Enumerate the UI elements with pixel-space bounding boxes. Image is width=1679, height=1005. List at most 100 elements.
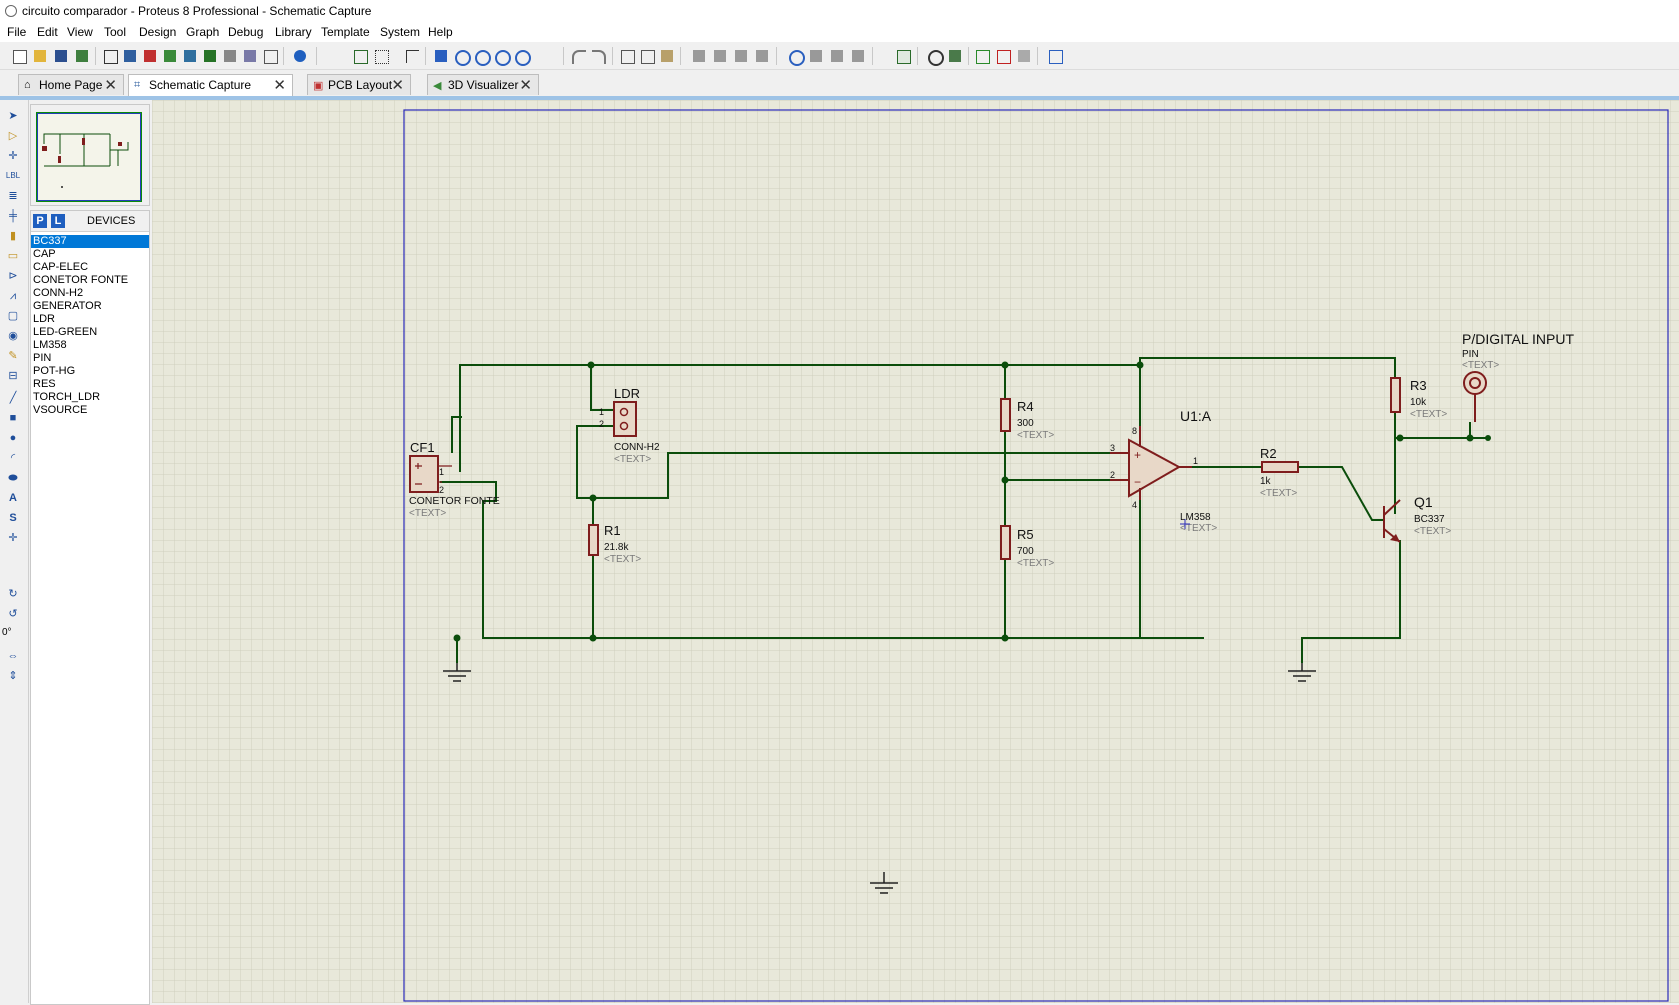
r4-resistor[interactable]: R4 300 <TEXT> xyxy=(1000,398,1054,441)
closed-path-icon[interactable]: ⬬ xyxy=(8,472,18,484)
junction-dot-icon[interactable]: ✛ xyxy=(8,150,18,162)
mirror-horizontal-icon[interactable]: ⇔ xyxy=(7,650,19,662)
device-list-item[interactable]: VSOURCE xyxy=(33,404,88,416)
close-icon[interactable]: ✕ xyxy=(519,77,532,94)
device-list-item[interactable]: LED-GREEN xyxy=(33,326,98,338)
exit-to-parent-icon[interactable] xyxy=(1015,47,1033,65)
rotate-clockwise-icon[interactable]: ↻ xyxy=(8,588,18,600)
device-list-item[interactable]: CAP xyxy=(33,248,56,260)
overview-preview[interactable] xyxy=(36,112,142,202)
save-button[interactable] xyxy=(52,47,70,65)
menu-debug[interactable]: Debug xyxy=(228,25,264,39)
grid-toggle-button[interactable] xyxy=(372,47,390,65)
text-script-icon[interactable]: ≣ xyxy=(8,190,18,202)
import-button[interactable] xyxy=(73,47,91,65)
cf1-connector[interactable]: CF1 1 2 CONETOR FONTE <TEXT> xyxy=(409,440,500,519)
subcircuit-mode-icon[interactable]: ▮ xyxy=(9,230,17,242)
close-icon[interactable]: ✕ xyxy=(391,77,404,94)
tape-recorder-icon[interactable]: ▢ xyxy=(7,310,19,322)
graph-mode-icon[interactable]: ⩘ xyxy=(9,290,17,302)
device-list-item[interactable]: PIN xyxy=(33,352,52,364)
tab-pcb-layout[interactable]: ▣ PCB Layout ✕ xyxy=(307,74,411,95)
device-list-item[interactable]: CONN-H2 xyxy=(33,287,84,299)
r2-resistor[interactable]: R2 1k <TEXT> xyxy=(1260,446,1299,499)
block-rotate-icon[interactable] xyxy=(732,47,750,65)
cut-icon[interactable] xyxy=(618,47,636,65)
schematic-canvas[interactable]: CF1 1 2 CONETOR FONTE <TEXT> LDR 1 2 CON… xyxy=(152,100,1679,1003)
virtual-instruments-icon[interactable]: ⊟ xyxy=(8,370,18,382)
electrical-rules-check-icon[interactable] xyxy=(1046,47,1064,65)
device-pins-icon[interactable]: ⊳ xyxy=(8,270,18,282)
block-copy-icon[interactable] xyxy=(690,47,708,65)
menu-view[interactable]: View xyxy=(67,25,93,39)
pick-devices-button[interactable]: P xyxy=(33,214,47,228)
device-list-item[interactable]: POT-HG xyxy=(33,365,76,377)
menu-edit[interactable]: Edit xyxy=(37,25,58,39)
tab-3d-visualizer[interactable]: ◀ 3D Visualizer ✕ xyxy=(427,74,539,95)
rotation-angle[interactable]: 0° xyxy=(2,627,12,638)
selection-mode-icon[interactable]: ➤ xyxy=(8,110,18,122)
device-list-item[interactable]: LM358 xyxy=(33,339,67,351)
circle-mode-icon[interactable]: ● xyxy=(9,432,17,444)
q1-transistor[interactable]: Q1 BC337 <TEXT> xyxy=(1383,494,1451,543)
voltage-probe-icon[interactable]: ✎ xyxy=(8,350,18,362)
menu-tool[interactable]: Tool xyxy=(104,25,127,39)
overview-window[interactable] xyxy=(30,104,150,206)
generator-mode-icon[interactable]: ◉ xyxy=(8,330,18,342)
menu-graph[interactable]: Graph xyxy=(186,25,220,39)
menu-file[interactable]: File xyxy=(7,25,27,39)
tab-schematic-capture[interactable]: ⌗ Schematic Capture ✕ xyxy=(128,74,293,96)
tab-home-page[interactable]: ⌂ Home Page ✕ xyxy=(18,74,124,95)
text-mode-icon[interactable]: A xyxy=(9,492,17,504)
help-icon[interactable] xyxy=(291,47,309,65)
bom-button[interactable] xyxy=(221,47,239,65)
box-mode-icon[interactable]: ■ xyxy=(9,412,17,424)
rotate-anticlockwise-icon[interactable]: ↺ xyxy=(8,608,18,620)
property-tool-icon[interactable] xyxy=(946,47,964,65)
refresh-button[interactable] xyxy=(351,47,369,65)
gerber-button[interactable] xyxy=(181,47,199,65)
copy-icon[interactable] xyxy=(638,47,656,65)
wire-autorouter-icon[interactable] xyxy=(894,47,912,65)
zoom-in-icon[interactable] xyxy=(452,47,471,66)
undo-icon[interactable] xyxy=(569,47,587,65)
origin-button[interactable] xyxy=(403,47,421,65)
terminals-mode-icon[interactable]: ▭ xyxy=(7,250,19,262)
r3-resistor[interactable]: R3 10k <TEXT> xyxy=(1390,377,1447,420)
symbol-mode-icon[interactable]: S xyxy=(9,512,17,524)
block-delete-icon[interactable] xyxy=(753,47,771,65)
device-list-item[interactable]: LDR xyxy=(33,313,56,325)
paste-icon[interactable] xyxy=(658,47,676,65)
r1-resistor[interactable]: R1 21.8k <TEXT> xyxy=(588,523,641,565)
source-button[interactable] xyxy=(261,47,279,65)
menu-help[interactable]: Help xyxy=(428,25,453,39)
new-sheet-icon[interactable] xyxy=(973,47,991,65)
pcb-button[interactable] xyxy=(141,47,159,65)
zoom-all-icon[interactable] xyxy=(492,47,511,66)
menu-system[interactable]: System xyxy=(380,25,421,39)
home-button[interactable] xyxy=(101,47,119,65)
zoom-out-icon[interactable] xyxy=(472,47,491,66)
u1-opamp[interactable]: + − 3 2 1 8 4 U1:A LM358 <TEXT> xyxy=(1110,408,1217,534)
make-device-icon[interactable] xyxy=(807,47,825,65)
pick-device-icon[interactable] xyxy=(786,47,805,66)
component-mode-icon[interactable]: ▷ xyxy=(8,130,18,142)
open-file-button[interactable] xyxy=(31,47,49,65)
new-file-button[interactable] xyxy=(10,47,28,65)
device-list-item[interactable]: CONETOR FONTE xyxy=(33,274,129,286)
ldr-connector[interactable]: LDR 1 2 CONN-H2 <TEXT> xyxy=(599,386,660,465)
schematic-button[interactable] xyxy=(121,47,139,65)
line-mode-icon[interactable]: ╱ xyxy=(9,392,17,404)
3d-button[interactable] xyxy=(161,47,179,65)
packaging-tool-icon[interactable] xyxy=(828,47,846,65)
marker-mode-icon[interactable]: ✛ xyxy=(8,532,18,544)
zoom-area-icon[interactable] xyxy=(512,47,531,66)
decompose-icon[interactable] xyxy=(849,47,867,65)
block-move-icon[interactable] xyxy=(711,47,729,65)
r5-resistor[interactable]: R5 700 <TEXT> xyxy=(1000,525,1054,569)
arc-mode-icon[interactable]: ◜ xyxy=(10,452,16,464)
mirror-vertical-icon[interactable]: ⇕ xyxy=(8,670,18,682)
device-list-item[interactable]: RES xyxy=(33,378,56,390)
notes-button[interactable] xyxy=(241,47,259,65)
device-list-item[interactable]: CAP-ELEC xyxy=(33,261,89,273)
